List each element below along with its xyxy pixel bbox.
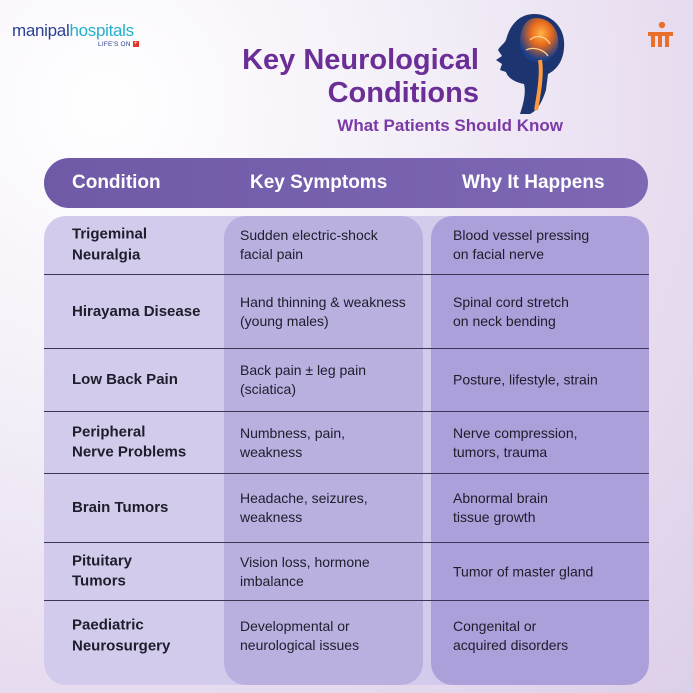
- symptom-line: Vision loss, hormone: [240, 553, 370, 570]
- row-symptoms: Vision loss, hormone imbalance: [240, 553, 425, 591]
- row-divider: [44, 348, 649, 349]
- condition-line: Low Back Pain: [72, 370, 178, 388]
- row-symptoms: Numbness, pain, weakness: [240, 424, 425, 462]
- condition-line: Brain Tumors: [72, 498, 169, 516]
- cause-line: Posture, lifestyle, strain: [453, 371, 598, 388]
- symptom-line: (young males): [240, 312, 329, 329]
- logo-wordmark: manipalhospitals: [12, 22, 134, 40]
- symptom-line: neurological issues: [240, 637, 360, 653]
- row-condition: Brain Tumors: [72, 498, 222, 519]
- condition-line: Nerve Problems: [72, 443, 187, 461]
- row-divider: [44, 473, 649, 474]
- manipal-brand-icon: [648, 21, 673, 47]
- condition-line: Hirayama Disease: [72, 302, 201, 320]
- row-symptoms: Headache, seizures, weakness: [240, 489, 425, 527]
- title-line-1: Key Neurological: [242, 44, 479, 76]
- symptom-line: Back pain ± leg pain: [240, 362, 366, 378]
- cause-line: Tumor of master gland: [453, 563, 594, 579]
- header-key-symptoms: Key Symptoms: [250, 172, 388, 193]
- condition-line: Peripheral: [72, 423, 146, 440]
- row-cause: Congenital or acquired disorders: [453, 617, 643, 655]
- title-line-2: Conditions: [327, 77, 479, 109]
- cause-line: Nerve compression,: [453, 424, 578, 441]
- manipal-hospitals-logo: manipalhospitals LIFE'S ON +: [12, 22, 139, 48]
- logo-tagline: LIFE'S ON +: [98, 41, 139, 48]
- row-cause: Nerve compression, tumors, trauma: [453, 424, 643, 462]
- symptom-line: Developmental or: [240, 618, 350, 634]
- row-condition: Low Back Pain: [72, 370, 222, 391]
- table-row: Brain Tumors Headache, seizures, weakness…: [44, 474, 649, 542]
- header-condition: Condition: [72, 172, 161, 193]
- row-symptoms: Developmental or neurological issues: [240, 617, 425, 655]
- page-subtitle: What Patients Should Know: [337, 116, 563, 135]
- symptoms-column-bg: [224, 216, 423, 685]
- row-symptoms: Back pain ± leg pain (sciatica): [240, 361, 425, 399]
- cause-line: Spinal cord stretch: [453, 293, 569, 310]
- cause-line: tumors, trauma: [453, 443, 548, 460]
- table-row: Low Back Pain Back pain ± leg pain (sciat…: [44, 349, 649, 411]
- cause-line: Congenital or: [453, 618, 537, 634]
- cause-line: tissue growth: [453, 509, 536, 525]
- logo-name-part2: hospitals: [69, 21, 134, 40]
- condition-line: Tumors: [72, 572, 126, 590]
- cause-line: Abnormal brain: [453, 490, 548, 506]
- brain-spine-illustration: [496, 14, 565, 114]
- condition-line: Neurosurgery: [72, 637, 171, 654]
- row-symptoms: Hand thinning & weakness (young males): [240, 293, 425, 331]
- cause-line: Blood vessel pressing: [453, 227, 590, 243]
- cause-line: on facial nerve: [453, 246, 545, 262]
- row-condition: Hirayama Disease: [72, 301, 222, 322]
- row-cause: Tumor of master gland: [453, 562, 643, 581]
- symptom-line: Numbness, pain,: [240, 424, 346, 441]
- symptom-line: facial pain: [240, 246, 304, 262]
- row-cause: Blood vessel pressing on facial nerve: [453, 226, 643, 264]
- condition-line: Paediatric: [72, 616, 144, 634]
- row-cause: Posture, lifestyle, strain: [453, 371, 643, 390]
- row-symptoms: Sudden electric-shock facial pain: [240, 226, 425, 264]
- symptom-line: Sudden electric-shock: [240, 227, 378, 243]
- condition-line: Trigeminal: [72, 225, 148, 243]
- cause-line: on neck bending: [453, 312, 556, 329]
- table-row: Hirayama Disease Hand thinning & weaknes…: [44, 275, 649, 348]
- title-block: Key Neurological Conditions What Patient…: [242, 44, 563, 135]
- condition-line: Pituitary: [72, 552, 133, 569]
- symptom-line: imbalance: [240, 572, 304, 589]
- symptom-line: Headache, seizures,: [240, 490, 368, 506]
- row-cause: Spinal cord stretch on neck bending: [453, 293, 643, 331]
- symptom-line: (sciatica): [240, 381, 297, 397]
- causes-column-bg: [431, 216, 649, 685]
- cause-line: acquired disorders: [453, 637, 569, 653]
- symptom-line: Hand thinning & weakness: [240, 293, 406, 310]
- row-divider: [44, 411, 649, 412]
- symptom-line: weakness: [240, 443, 303, 460]
- row-divider: [44, 542, 649, 543]
- logo-plus-icon: +: [132, 41, 139, 48]
- logo-name-part1: manipal: [12, 21, 70, 40]
- header-why-it-happens: Why It Happens: [462, 172, 605, 193]
- row-cause: Abnormal brain tissue growth: [453, 489, 643, 527]
- row-divider: [44, 600, 649, 601]
- symptom-line: weakness: [240, 509, 303, 525]
- row-divider: [44, 274, 649, 275]
- logo-tagline-text: LIFE'S ON: [98, 41, 131, 48]
- page-title: Key Neurological Conditions: [242, 44, 479, 110]
- table-header: Condition Key Symptoms Why It Happens: [44, 158, 648, 208]
- condition-line: Neuralgia: [72, 246, 141, 263]
